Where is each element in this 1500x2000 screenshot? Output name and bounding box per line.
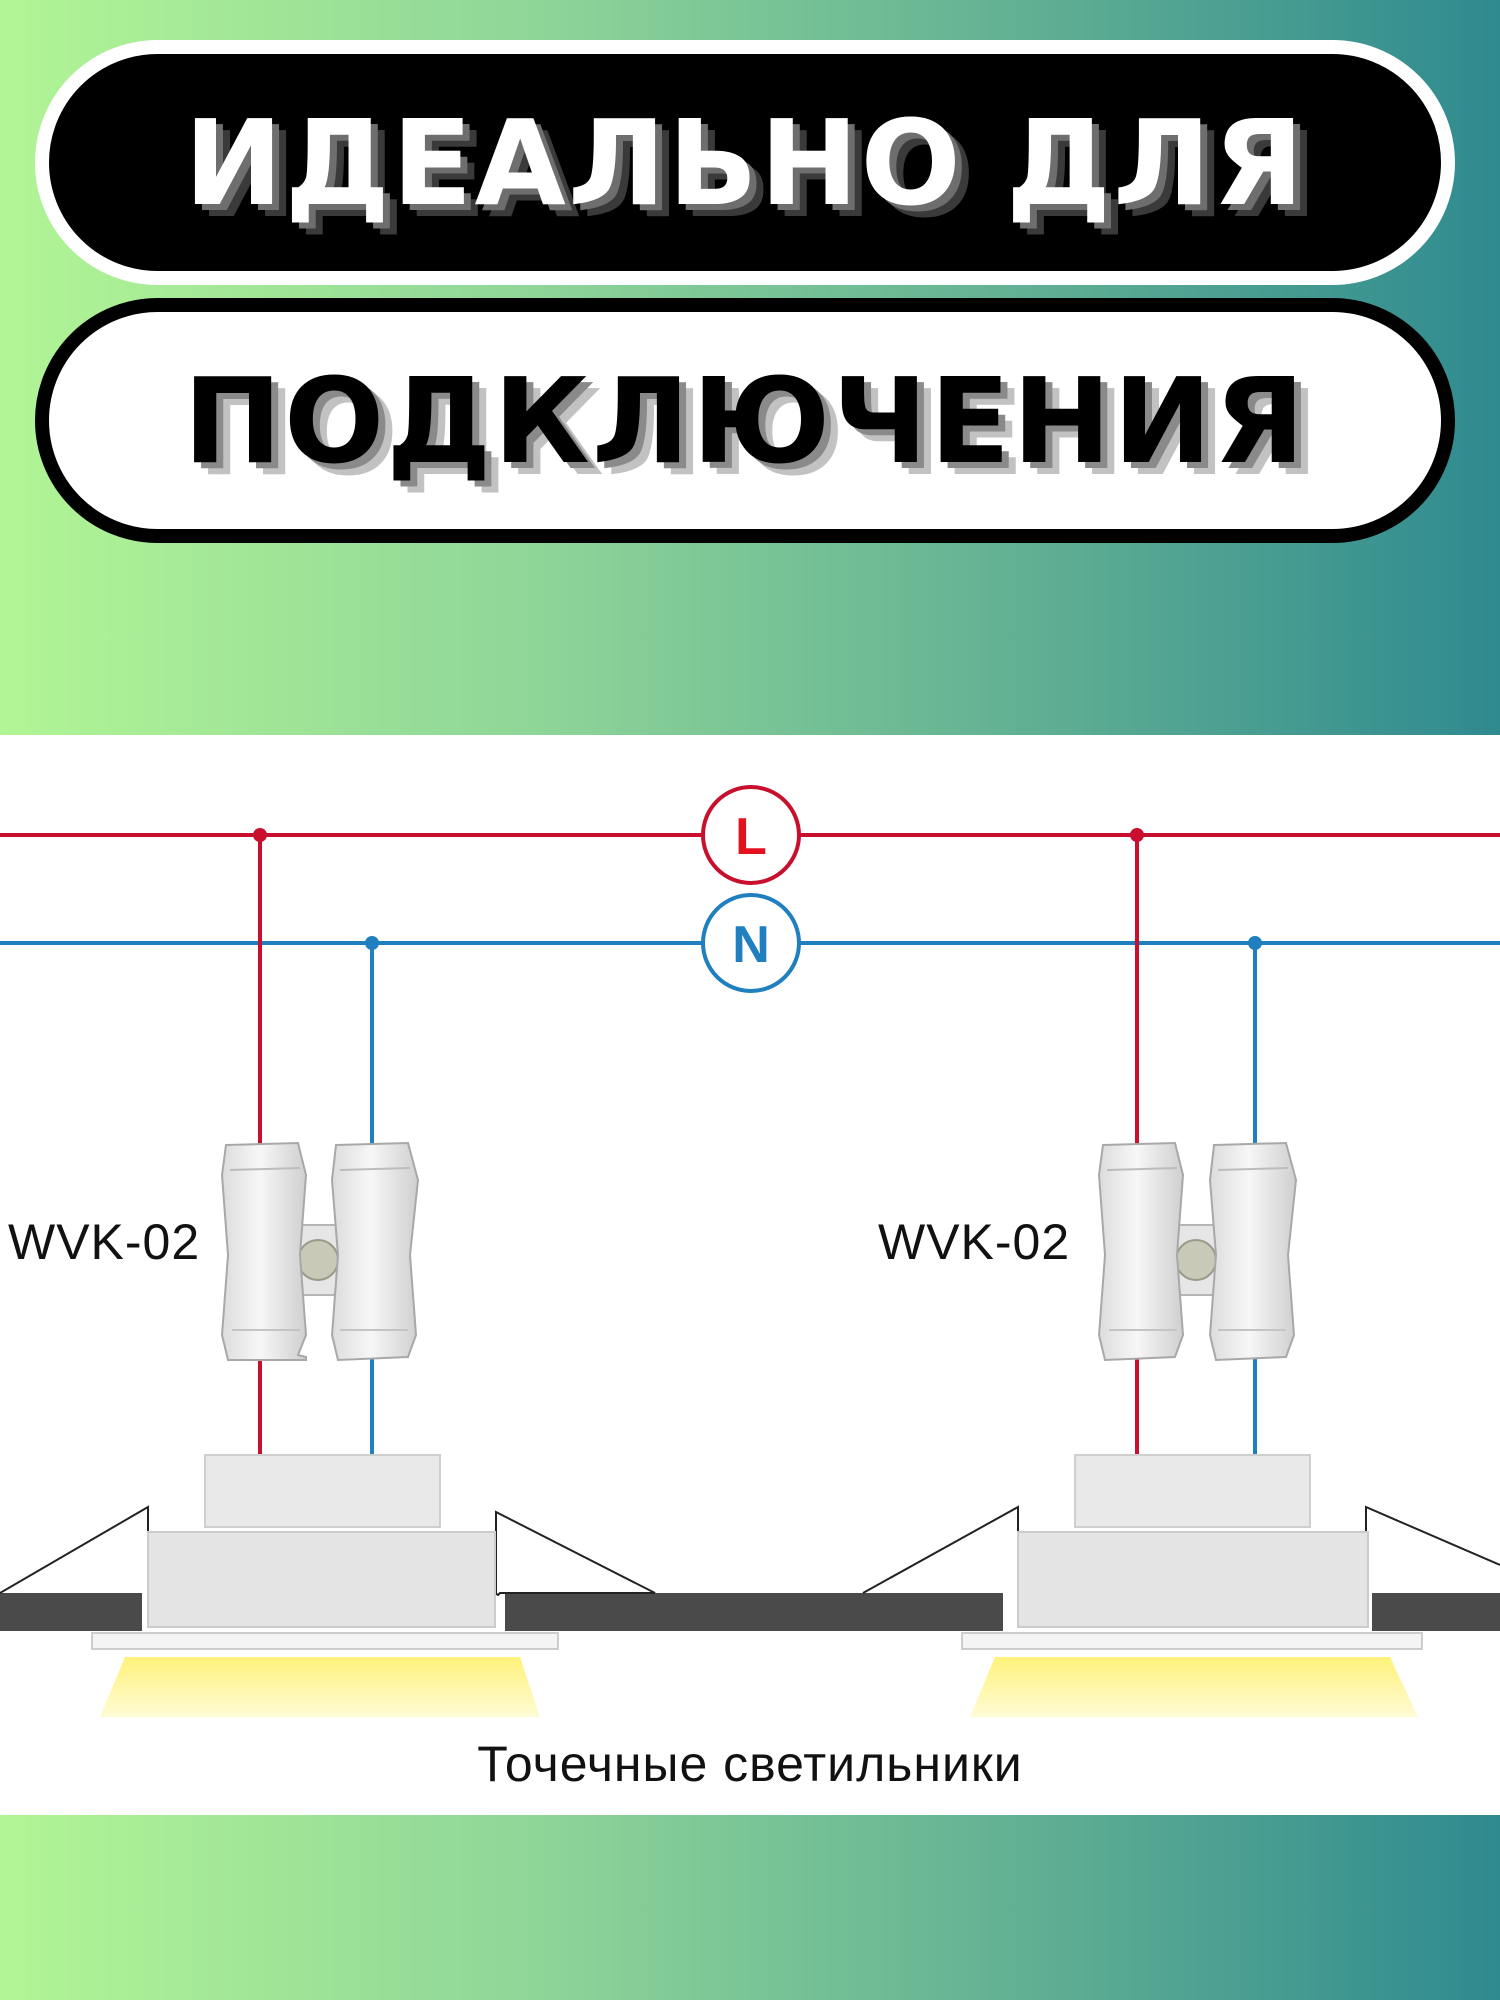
ceiling-segment-middle: [505, 1593, 1003, 1631]
wvk-connector-left: [220, 1141, 420, 1362]
ceiling-segment-right: [1372, 1593, 1500, 1631]
neutral-badge: N: [701, 893, 801, 993]
neutral-junction-right: [1248, 936, 1262, 950]
neutral-junction-left: [365, 936, 379, 950]
spotlight-right: [862, 1454, 1500, 1717]
wvk-connector-right: [1097, 1141, 1298, 1362]
live-badge: L: [701, 785, 801, 885]
connector-label-right: WVK-02: [878, 1214, 1071, 1270]
neutral-badge-label: N: [732, 916, 770, 974]
wiring-diagram-panel: L N: [0, 735, 1500, 1815]
connector-label-left: WVK-02: [8, 1214, 201, 1270]
title-banner-top: ИДЕАЛЬНО ДЛЯ: [35, 40, 1455, 285]
title-line-2: ПОДКЛЮЧЕНИЯ: [183, 351, 1307, 490]
spotlight-left: [0, 1454, 656, 1717]
title-line-1: ИДЕАЛЬНО ДЛЯ: [184, 93, 1306, 232]
live-junction-left: [253, 828, 267, 842]
live-junction-right: [1130, 828, 1144, 842]
diagram-caption: Точечные светильники: [477, 1736, 1023, 1792]
live-badge-label: L: [735, 808, 767, 866]
ceiling-segment-left: [0, 1593, 142, 1631]
title-banner-bottom: ПОДКЛЮЧЕНИЯ: [35, 298, 1455, 543]
wiring-diagram: L N: [0, 785, 1500, 1717]
